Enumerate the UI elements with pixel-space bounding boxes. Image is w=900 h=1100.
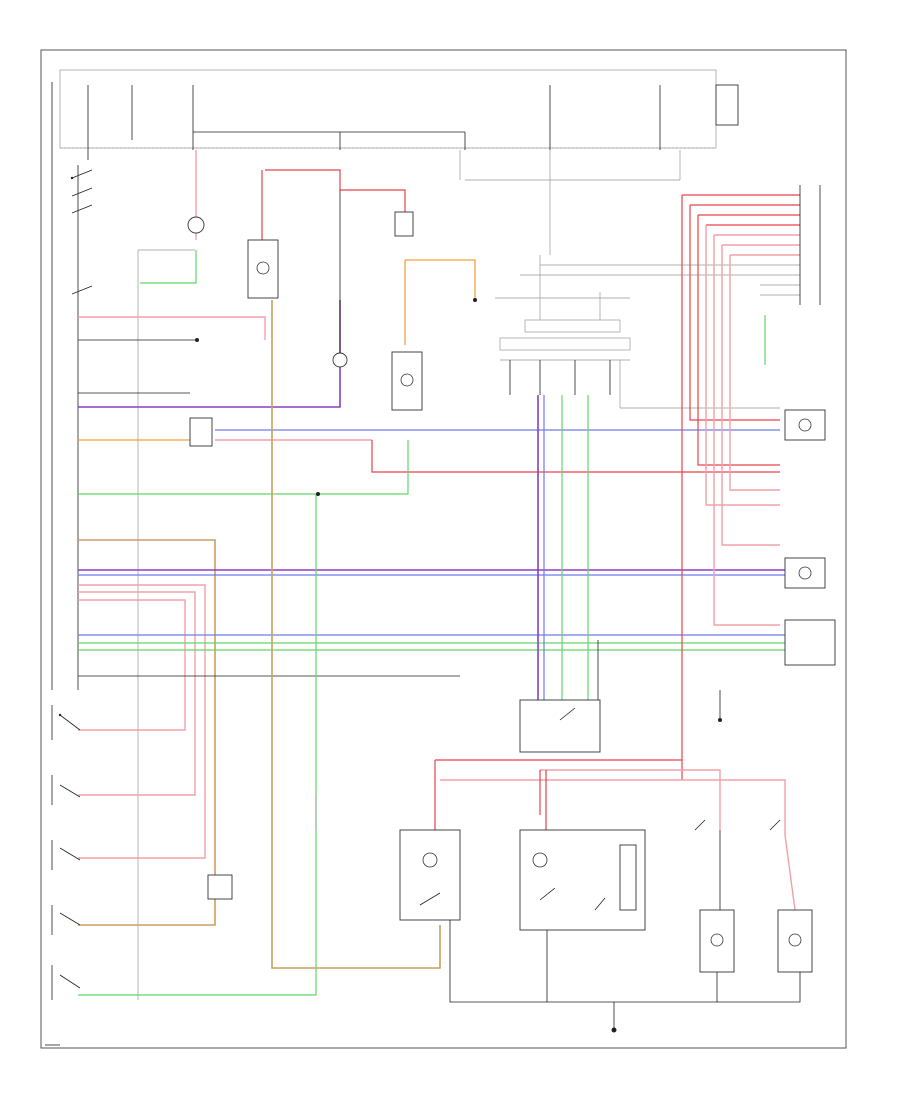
room-light-fuse (394, 211, 414, 237)
lamp-right-rear (769, 819, 813, 973)
interior-light-control-module (784, 409, 826, 441)
diagram-frame (40, 49, 847, 1049)
wire-runs (78, 250, 785, 996)
lamp-icon (256, 261, 270, 275)
left-bus (51, 82, 195, 1000)
right-front-door-switch (51, 840, 81, 870)
courtesy-lamp-right (784, 557, 826, 589)
ignition-switch (70, 169, 93, 295)
passenger-door-lamp (519, 699, 601, 753)
fuse-box-header (59, 69, 739, 160)
sliding-roof-connector (465, 150, 780, 409)
ignition-key-cylinder-light (187, 216, 205, 234)
ground-icon (195, 298, 477, 496)
switch-icon (70, 176, 74, 180)
right-rear-door-switch (51, 705, 81, 740)
left-front-door-switch (51, 905, 81, 1000)
connector-icon (718, 619, 836, 722)
lower-red-bus (434, 759, 786, 835)
lamp-icon (400, 373, 414, 387)
courtesy-lamp-left (247, 239, 279, 299)
left-rear-door-switch (51, 775, 81, 805)
center-vertical-wires (537, 395, 599, 700)
map-lamp-assembly (399, 829, 646, 931)
ground-points (449, 920, 801, 1033)
door-connector-box (207, 874, 233, 900)
red-bundle (195, 150, 476, 345)
relay-box-small (189, 417, 213, 447)
passenger-bulb (332, 190, 348, 368)
right-bundle (681, 185, 821, 780)
trunk-lamp (391, 351, 423, 411)
lamp-left-rear (694, 819, 735, 973)
misc-lines (315, 150, 681, 830)
